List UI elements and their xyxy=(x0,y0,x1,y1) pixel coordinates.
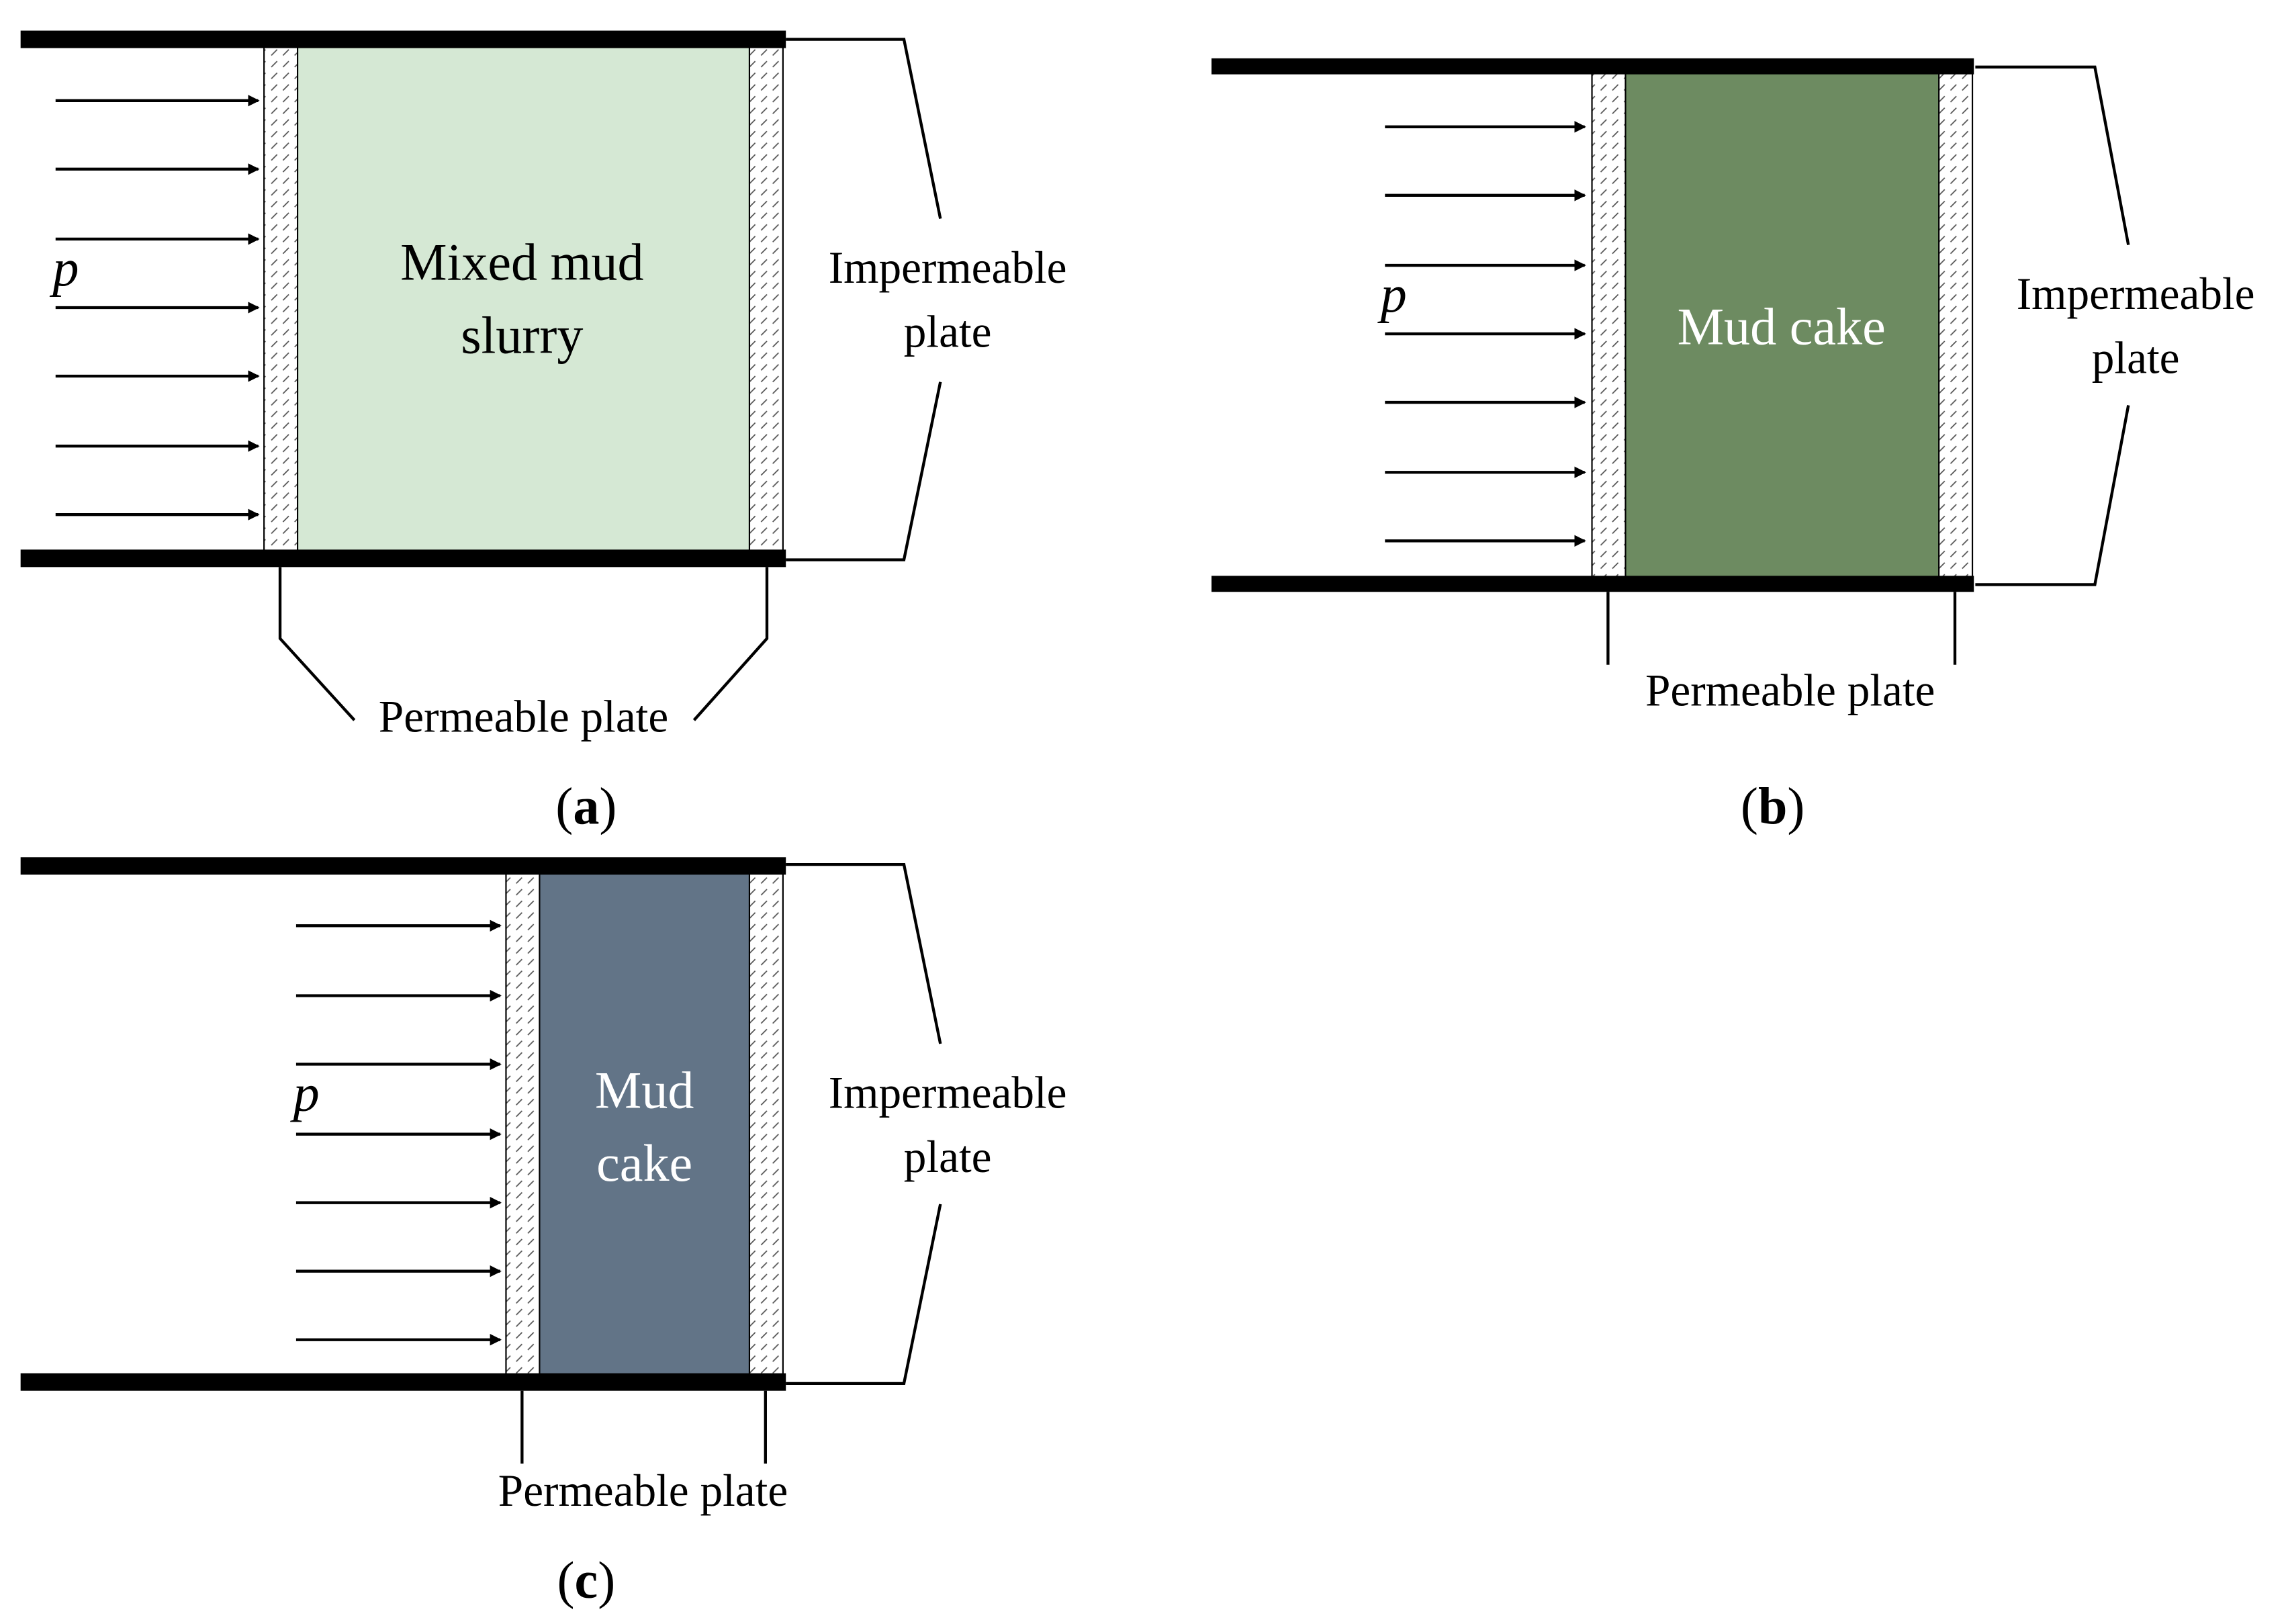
permeable-label: Permeable plate xyxy=(498,1465,788,1516)
permeable-label: Permeable plate xyxy=(379,692,668,742)
pressure-label: p xyxy=(1377,265,1407,323)
slurry-label-line1: Mixed mud xyxy=(400,233,643,291)
impermeable-label-line1: Impermeable xyxy=(829,1068,1067,1118)
panel-b: p Mud cake Impermeable plate Permeable p… xyxy=(1211,58,2255,835)
pressure-label: p xyxy=(290,1064,320,1122)
permeable-plate-left xyxy=(263,40,299,555)
panel-a-caption: (a) xyxy=(555,776,616,835)
bottom-wall xyxy=(1211,576,1974,592)
slurry-fill xyxy=(298,40,749,554)
permeable-bracket xyxy=(278,567,769,721)
mud-cake-fill xyxy=(1625,69,1939,579)
mud-cake-label: Mud cake xyxy=(1678,297,1886,355)
bottom-wall xyxy=(20,1373,786,1391)
pressure-arrows xyxy=(295,919,502,1346)
panel-a: p Mixed mud slurry Impermeable plate Per… xyxy=(20,30,1067,835)
permeable-plate-left xyxy=(505,868,541,1378)
permeable-plate-right xyxy=(1938,67,1974,580)
impermeable-label-line2: plate xyxy=(2092,333,2180,384)
impermeable-label-line2: plate xyxy=(904,307,992,357)
impermeable-label-line2: plate xyxy=(904,1132,992,1182)
mud-cake-label-line1: Mud xyxy=(595,1061,694,1120)
pressure-arrows xyxy=(55,95,260,521)
impermeable-label-line1: Impermeable xyxy=(2017,269,2255,319)
top-wall xyxy=(20,30,786,48)
panel-c: p Mud cake Impermeable plate Permeable p… xyxy=(20,857,1067,1609)
mud-cake-fill xyxy=(539,868,749,1377)
top-wall xyxy=(1211,58,1974,75)
impermeable-label-line1: Impermeable xyxy=(829,242,1067,293)
permeable-plate-right xyxy=(748,868,784,1378)
permeable-label: Permeable plate xyxy=(1645,666,1935,716)
impermeable-bracket xyxy=(786,38,942,561)
permeable-plate-right xyxy=(748,40,784,555)
impermeable-bracket xyxy=(1975,65,2130,586)
top-wall xyxy=(20,857,786,875)
pressure-label: p xyxy=(49,238,79,297)
slurry-label-line2: slurry xyxy=(461,306,583,364)
panel-b-caption: (b) xyxy=(1741,776,1805,835)
permeable-plate-left xyxy=(1591,67,1627,580)
impermeable-bracket xyxy=(786,862,942,1386)
bottom-wall xyxy=(20,549,786,568)
mud-cake-label-line2: cake xyxy=(596,1134,692,1192)
panel-c-caption: (c) xyxy=(557,1551,615,1609)
pressure-arrows xyxy=(1385,121,1586,547)
